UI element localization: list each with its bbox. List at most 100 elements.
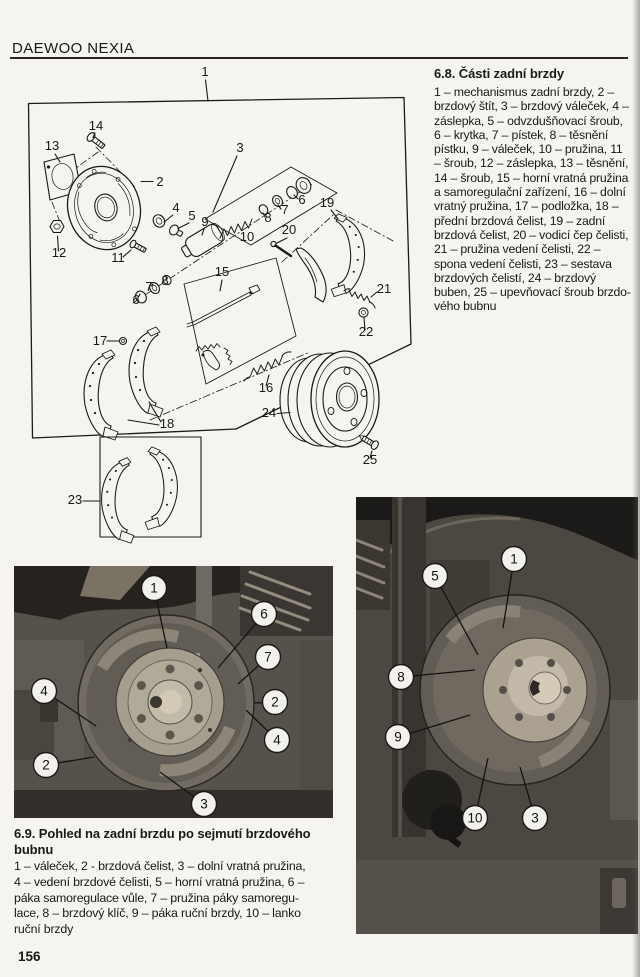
bolt-25	[359, 435, 379, 450]
callout-bubble	[30, 677, 58, 705]
callout-label: 13	[45, 138, 59, 153]
text-line: spona vedení čelisti, 23 – sestava	[434, 256, 612, 271]
scan-edge-shadow	[632, 0, 640, 977]
callout-label: 10	[467, 811, 482, 826]
callout-label: 1	[150, 581, 158, 596]
seal-8-upper	[258, 204, 269, 215]
piston-7-upper	[271, 194, 284, 208]
section-6-8: 6.8. Části zadní brzdy 1 – mechanismus z…	[434, 66, 638, 314]
text-line: 14 – šroub, 15 – horní vratná pružina	[434, 170, 629, 185]
callout-label: 12	[52, 245, 66, 260]
washer-22	[358, 307, 369, 318]
callout-label: 23	[68, 492, 82, 507]
callout-bubble	[254, 643, 282, 671]
text-line: 1 – váleček, 2 - brzdová čelist, 3 – dol…	[14, 859, 306, 873]
callout-label: 3	[236, 140, 243, 155]
callout-label: 2	[156, 174, 163, 189]
callout-label: 9	[394, 730, 402, 745]
adjuster-assembly	[186, 284, 261, 371]
callout-label: 17	[93, 333, 107, 348]
callout-label: 5	[188, 208, 195, 223]
text-line: a samoregulační zařízení, 16 – dolní	[434, 185, 626, 200]
callout-label: 11	[111, 250, 125, 265]
text-line: – šroub, 12 – záslepka, 13 – těsnění,	[434, 156, 629, 171]
callout-label: 1	[510, 552, 518, 567]
brake-shoe-19	[330, 213, 366, 298]
text-line: přední brzdová čelist, 19 – zadní	[434, 213, 606, 228]
callout-bubble	[421, 562, 449, 590]
text-line: páka samoregulace vůle, 7 – pružina páky…	[14, 890, 299, 905]
adjuster-box-15	[183, 257, 297, 385]
callout-label: 8	[161, 273, 168, 288]
text-line: brzdový štít, 3 – brzdový váleček, 4 –	[434, 99, 629, 114]
callout-label: 7	[264, 650, 272, 665]
text-line: záslepka, 5 – odvzdušňovací šroub,	[434, 113, 623, 128]
callout-label: 4	[172, 200, 179, 215]
text-line: 6 – krytka, 7 – pístek, 8 – těsnění	[434, 127, 609, 142]
callout-bubble	[521, 804, 549, 832]
cylinder-body-9	[181, 222, 225, 258]
callout-label: 7	[145, 279, 152, 294]
callout-label: 4	[40, 684, 48, 699]
bleeder-screw-5	[168, 224, 184, 237]
callout-bubble	[190, 790, 218, 818]
callout-label: 20	[282, 222, 296, 237]
callout-label: 18	[160, 416, 174, 431]
text-line: lace, 8 – brzdový klíč, 9 – páka ruční b…	[14, 906, 301, 921]
callout-label: 8	[397, 670, 405, 685]
callout-label: 4	[273, 733, 281, 748]
callout-label: 1	[201, 64, 208, 79]
page-header-title: DAEWOO NEXIA	[12, 40, 135, 57]
seal-8-lower	[162, 274, 172, 286]
section-6-9-heading: 6.9. Pohled na zadní brzdu po sejmutí br…	[14, 826, 354, 857]
callout-label: 10	[240, 229, 254, 244]
section-6-8-heading: 6.8. Části zadní brzdy	[434, 66, 565, 81]
text-line: pístku, 9 – váleček, 10 – pružina, 11	[434, 142, 623, 157]
text-line: bubnu	[14, 841, 54, 857]
callout-label: 14	[89, 118, 103, 133]
callout-label: 8	[264, 210, 271, 225]
text-line: ruční brzdy	[14, 922, 74, 937]
callout-bubble	[261, 688, 289, 716]
callout-bubble	[32, 751, 60, 779]
callout-label: 2	[271, 695, 279, 710]
cap-4	[152, 214, 166, 228]
text-line: 21 – pružina vedení čelisti, 22 –	[434, 242, 601, 257]
callout-bubble	[461, 804, 489, 832]
section-6-9: 6.9. Pohled na zadní brzdu po sejmutí br…	[14, 826, 354, 938]
text-line: 4 – vedení brzdové čelisti, 5 – horní vr…	[14, 874, 305, 889]
section-6-8-parts-list: 1 – mechanismus zadní brzdy, 2 –brzdový …	[434, 85, 638, 314]
callout-label: 5	[431, 569, 439, 584]
callout-label: 22	[359, 324, 373, 339]
boot-cap	[295, 177, 312, 194]
callout-bubble	[250, 600, 278, 628]
callout-bubble	[387, 663, 415, 691]
text-line: 1 – mechanismus zadní brzdy, 2 –	[434, 85, 614, 99]
brake-drum-24	[279, 350, 380, 448]
text-line: 6.9. Pohled na zadní brzdu po sejmutí br…	[14, 826, 311, 841]
shoe-set-left	[101, 457, 135, 544]
callout-bubble	[263, 726, 291, 754]
header-rule	[10, 57, 628, 60]
callout-label: 7	[281, 202, 288, 217]
callout-bubble	[140, 574, 168, 602]
page-number: 156	[18, 949, 41, 964]
section-6-9-parts-list: 1 – váleček, 2 - brzdová čelist, 3 – dol…	[14, 859, 354, 938]
guide-pin-20	[270, 240, 293, 258]
text-line: vratný pružina, 17 – podložka, 18 –	[434, 199, 619, 214]
text-line: vého bubnu	[434, 299, 497, 314]
bolt-11	[129, 239, 147, 253]
callout-label: 21	[377, 281, 391, 296]
cylinder-box-3	[204, 166, 338, 246]
callout-bubble	[384, 723, 412, 751]
clip-17	[118, 336, 128, 346]
callout-label: 2	[42, 758, 50, 773]
callout-label: 9	[201, 214, 208, 229]
text-line: brzdových čelistí, 24 – brzdový	[434, 270, 596, 285]
nut-12	[49, 219, 65, 234]
bolt-14	[86, 132, 106, 149]
